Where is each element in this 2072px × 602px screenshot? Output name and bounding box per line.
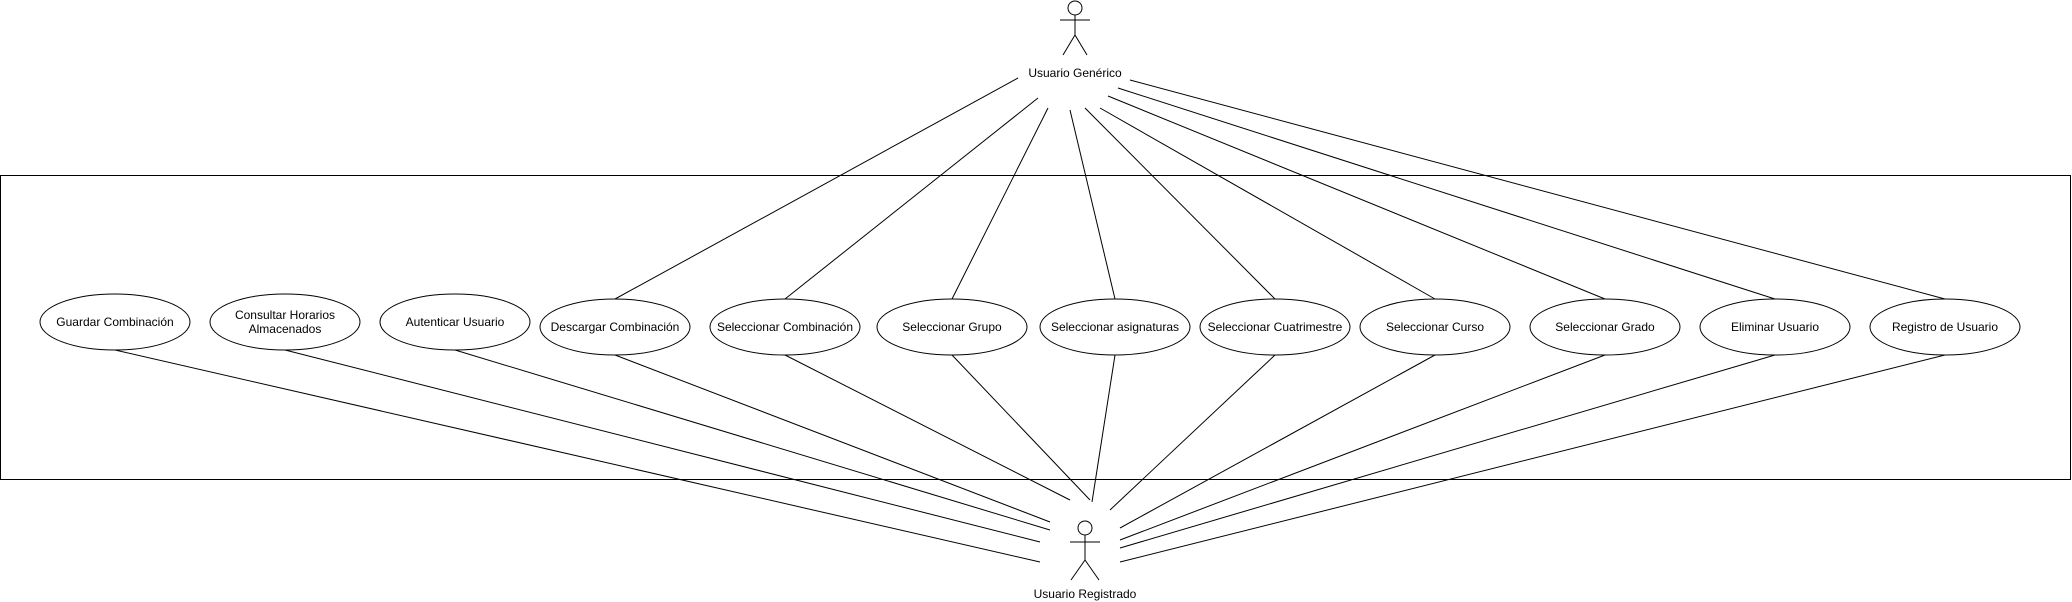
use-case-guardar[interactable]: Guardar Combinación (39, 293, 191, 351)
use-case-ellipse (1869, 298, 2021, 356)
association-generic-sel-cuatrimestre (1084, 107, 1276, 300)
use-case-ellipse (1359, 298, 1511, 356)
use-case-label: Autenticar Usuario (406, 315, 505, 329)
use-case-ellipse (1039, 298, 1191, 356)
association-registered-registro (1119, 354, 1946, 563)
association-registered-consultar (284, 349, 1041, 543)
actor-right-leg (1084, 559, 1100, 581)
use-case-ellipse (1699, 298, 1851, 356)
association-registered-sel-curso (1119, 354, 1436, 529)
actor-right-leg (1074, 34, 1088, 56)
actor-usuario-generico[interactable]: Usuario Genérico (1028, 0, 1122, 80)
actor-label: Usuario Registrado (1034, 587, 1137, 601)
actor-usuario-registrado[interactable]: Usuario Registrado (1034, 520, 1137, 601)
use-case-label: Descargar Combinación (551, 320, 680, 334)
use-case-label: Seleccionar Cuatrimestre (1208, 320, 1343, 334)
actor-left-leg (1070, 559, 1086, 581)
association-registered-sel-cuatrimestre (1109, 354, 1276, 511)
use-cases: Guardar Combinación Consultar HorariosAlm… (39, 293, 2021, 356)
association-generic-descargar (614, 77, 1019, 300)
use-case-label: Seleccionar Combinación (717, 320, 853, 334)
use-case-ellipse (379, 293, 531, 351)
association-registered-guardar (114, 349, 1041, 563)
association-registered-sel-asignaturas (1091, 354, 1116, 503)
use-case-ellipse (209, 293, 361, 351)
system-boundary (0, 175, 2071, 480)
actor-label: Usuario Genérico (1028, 66, 1122, 80)
use-case-ellipse (1199, 298, 1351, 356)
association-registered-autenticar (454, 349, 1051, 531)
association-registered-descargar (614, 354, 1051, 523)
use-case-label: Guardar Combinación (56, 315, 173, 329)
use-case-autenticar[interactable]: Autenticar Usuario (379, 293, 531, 351)
use-case-ellipse (709, 298, 861, 356)
actor-left-leg (1062, 34, 1076, 56)
use-case-sel-cuatrimestre[interactable]: Seleccionar Cuatrimestre (1199, 298, 1351, 356)
use-case-sel-combinacion[interactable]: Seleccionar Combinación (709, 298, 861, 356)
association-registered-sel-grado (1119, 354, 1606, 541)
use-case-label: Seleccionar Grupo (902, 320, 1002, 334)
use-case-eliminar[interactable]: Eliminar Usuario (1699, 298, 1851, 356)
use-case-label: Consultar Horarios (235, 308, 335, 322)
association-generic-sel-combinacion (784, 97, 1039, 300)
use-case-label: Seleccionar Curso (1386, 320, 1484, 334)
use-case-label: Registro de Usuario (1892, 320, 1998, 334)
use-case-ellipse (39, 293, 191, 351)
association-generic-sel-curso (1099, 107, 1436, 300)
use-case-sel-curso[interactable]: Seleccionar Curso (1359, 298, 1511, 356)
use-case-registro[interactable]: Registro de Usuario (1869, 298, 2021, 356)
use-case-sel-asignaturas[interactable]: Seleccionar asignaturas (1039, 298, 1191, 356)
use-case-label: Seleccionar Grado (1555, 320, 1655, 334)
use-case-ellipse (539, 298, 691, 356)
association-registered-eliminar (1119, 354, 1776, 549)
use-case-ellipse (1529, 298, 1681, 356)
use-case-descargar[interactable]: Descargar Combinación (539, 298, 691, 356)
actor-head (1077, 520, 1093, 536)
association-generic-sel-grado (1107, 95, 1606, 300)
use-case-sel-grado[interactable]: Seleccionar Grado (1529, 298, 1681, 356)
association-generic-sel-grupo (951, 107, 1049, 300)
association-registered-sel-grupo (951, 354, 1091, 501)
use-case-label: Eliminar Usuario (1731, 320, 1819, 334)
actor-head (1067, 0, 1083, 16)
use-case-sel-grupo[interactable]: Seleccionar Grupo (876, 298, 1028, 356)
association-lines (114, 77, 1946, 563)
use-case-ellipse (876, 298, 1028, 356)
use-case-label: Seleccionar asignaturas (1051, 320, 1179, 334)
association-registered-sel-combinacion (784, 354, 1071, 501)
association-generic-registro (1129, 79, 1946, 300)
association-generic-sel-asignaturas (1069, 109, 1116, 300)
association-generic-eliminar (1117, 87, 1776, 300)
use-case-label: Almacenados (249, 322, 322, 336)
